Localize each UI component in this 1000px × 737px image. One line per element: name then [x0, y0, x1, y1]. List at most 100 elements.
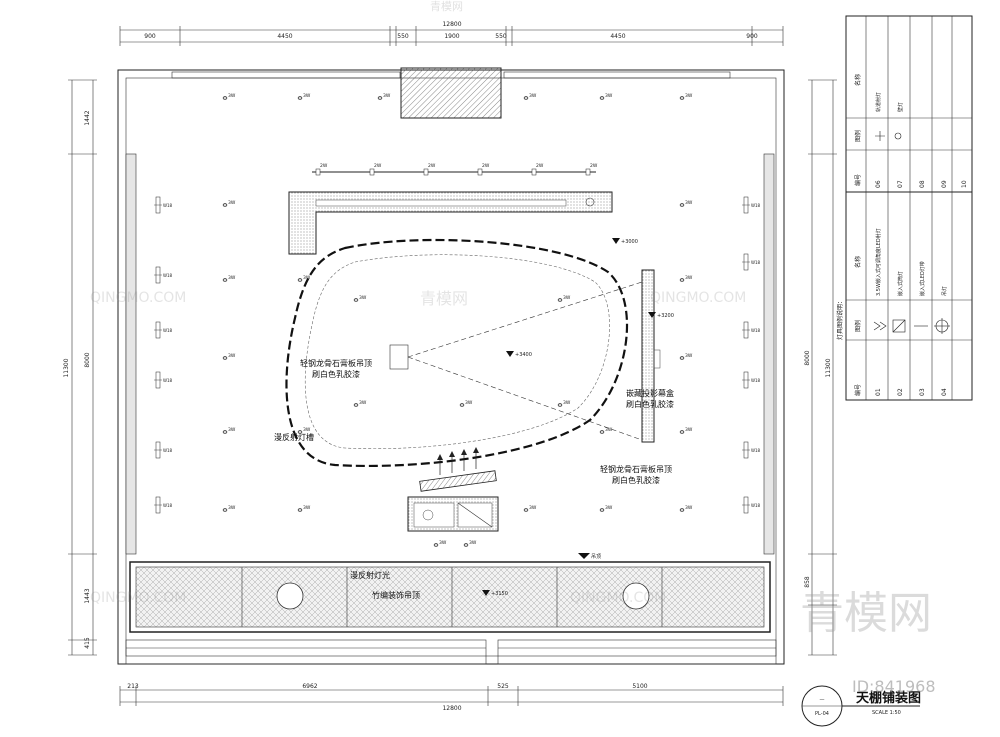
top-dim-7: 900	[746, 33, 758, 40]
svg-text:3W: 3W	[469, 540, 477, 546]
svg-text:3W: 3W	[605, 505, 613, 511]
wall-light-icon: W18	[154, 441, 173, 459]
right-dim-2: 858	[804, 576, 811, 588]
watermark-brand-large: 青模网	[800, 588, 932, 639]
projection-rays	[389, 281, 643, 441]
svg-text:2W: 2W	[590, 163, 598, 169]
left-dim-1: 1442	[84, 110, 91, 125]
track-spot-icon: 2W	[369, 163, 382, 176]
lower-cabinet	[407, 496, 499, 532]
top-dim-2: 4450	[277, 33, 292, 40]
legend-col-name-2: 名称	[854, 256, 862, 268]
track-spot-icon: 2W	[585, 163, 598, 176]
wall-light-icon: W18	[742, 253, 761, 271]
legend-col-no-2: 编号	[854, 384, 862, 396]
level-triangle-icon	[648, 312, 656, 318]
wall-light-icon: W18	[154, 266, 173, 284]
left-total-dimension: 11300	[63, 358, 70, 377]
level-3150: +3150	[491, 591, 508, 597]
level-triangle-icon	[506, 351, 514, 357]
svg-text:2W: 2W	[428, 163, 436, 169]
svg-text:3W: 3W	[605, 427, 613, 433]
top-dimension-chain: 12800 900 4450 550 1900 550 4450 900	[119, 21, 784, 46]
level-3400: +3400	[515, 352, 532, 358]
svg-text:3W: 3W	[685, 505, 693, 511]
svg-text:W18: W18	[163, 378, 173, 383]
downlight-icon: 3W	[297, 427, 311, 434]
left-dim-3: 1443	[84, 588, 91, 603]
svg-text:W18: W18	[163, 203, 173, 208]
annotations: 轻钢龙骨石膏板吊顶 刷白色乳胶漆 漫反射灯槽 嵌藏投影幕盒 刷白色乳胶漆 轻钢龙…	[274, 238, 674, 600]
wall-light-icon: W18	[154, 321, 173, 339]
projector-box-line2: 刷白色乳胶漆	[626, 399, 674, 409]
wall-light-icon: W18	[154, 496, 173, 514]
downlight-icon: 3W	[523, 93, 537, 100]
right-dim-1: 8000	[804, 350, 811, 365]
downlight-icon: 3W	[679, 353, 693, 360]
left-dim-4: 415	[84, 637, 91, 649]
svg-text:3W: 3W	[228, 427, 236, 433]
legend-col-symbol-2: 图例	[854, 320, 862, 332]
watermark-site-3: QINGMO.COM	[90, 590, 186, 606]
watermark-site-1: QINGMO.COM	[90, 290, 186, 306]
svg-text:3W: 3W	[303, 275, 311, 281]
ceiling-main-line2: 刷白色乳胶漆	[312, 369, 360, 379]
cove-light-unit	[419, 447, 497, 492]
downlight-icon: 3W	[297, 505, 311, 512]
downlight-icon: 3W	[222, 200, 236, 207]
svg-text:3W: 3W	[303, 427, 311, 433]
legend-row-number: 03	[919, 388, 926, 396]
svg-text:W18: W18	[751, 203, 761, 208]
svg-text:W18: W18	[751, 378, 761, 383]
svg-text:3W: 3W	[529, 505, 537, 511]
svg-text:3W: 3W	[563, 400, 571, 406]
legend-row-number: 09	[941, 180, 948, 188]
level-triangle-icon	[482, 590, 490, 596]
wall-light-icon: W18	[742, 496, 761, 514]
watermark-site-4: QINGMO.COM	[570, 590, 666, 606]
legend-col-symbol: 图例	[854, 130, 862, 142]
right-total-dimension: 11300	[825, 358, 832, 377]
svg-text:3W: 3W	[465, 400, 473, 406]
watermark-id: ID:841968	[852, 677, 936, 696]
downlight-icon: 3W	[599, 427, 613, 434]
svg-text:3W: 3W	[439, 540, 447, 546]
watermark-top: 青模网	[430, 0, 463, 13]
title-block: — PL-04 天棚铺装图 SCALE 1:50	[801, 685, 921, 727]
wall-light-icon: W18	[742, 371, 761, 389]
downlight-icon: 3W	[557, 400, 571, 407]
ceiling-right-line1: 轻钢龙骨石膏板吊顶	[600, 464, 672, 474]
downlight-icon: 3W	[353, 400, 367, 407]
svg-text:W18: W18	[751, 503, 761, 508]
svg-text:3W: 3W	[228, 200, 236, 206]
legend-heading: 灯具图例说明：	[836, 298, 844, 340]
downlight-icon: 3W	[679, 505, 693, 512]
svg-text:3W: 3W	[685, 93, 693, 99]
cove-light-label: 漫反射灯槽	[274, 432, 314, 442]
watermark-site-2: QINGMO.COM	[650, 290, 746, 306]
level-3000: +3000	[621, 239, 638, 245]
top-dim-3: 550	[397, 33, 409, 40]
downlight-icon: 3W	[222, 427, 236, 434]
svg-text:3W: 3W	[685, 275, 693, 281]
legend-row-name: 嵌入式筒灯	[897, 271, 904, 296]
level-triangle-icon	[578, 553, 590, 559]
downlight-icon: 3W	[679, 200, 693, 207]
svg-text:W18: W18	[163, 328, 173, 333]
top-hatched-box	[400, 67, 502, 119]
downlight-icon: 3W	[433, 540, 447, 547]
downlight-icon: 3W	[557, 295, 571, 302]
wall-light-icon: W18	[154, 196, 173, 214]
left-dim-2: 8000	[84, 352, 91, 367]
legend-row-number: 02	[897, 388, 904, 396]
bottom-total-dimension: 12800	[442, 705, 461, 712]
svg-text:3W: 3W	[605, 93, 613, 99]
downlight-icon: 3W	[523, 505, 537, 512]
svg-text:—: —	[820, 697, 825, 703]
wall-light-icon: W18	[154, 371, 173, 389]
svg-text:2W: 2W	[374, 163, 382, 169]
legend-row-name: 轨道射灯	[875, 92, 882, 112]
